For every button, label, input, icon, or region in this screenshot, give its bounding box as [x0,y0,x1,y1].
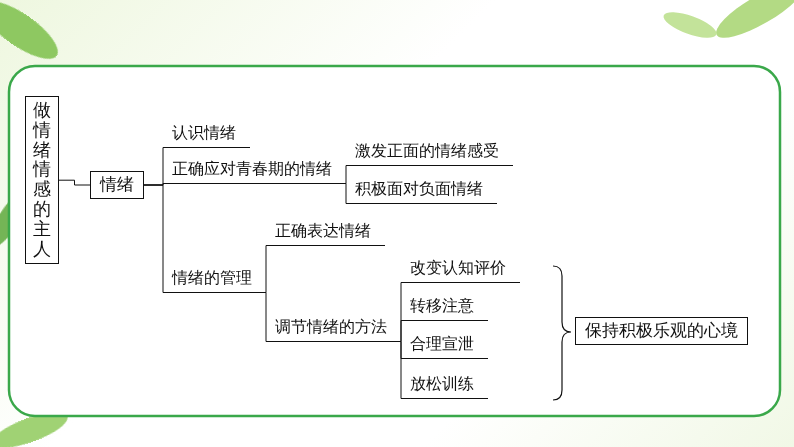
leaf [661,7,720,43]
node-text: 放松训练 [410,375,474,392]
node-text: 正确表达情绪 [275,222,371,239]
tree-connector [144,148,163,186]
node-text: 合理宣泄 [410,335,474,352]
branch-label: 积极面对负面情绪 [346,179,497,204]
branch-label: 认识情绪 [163,123,250,148]
branch-label: 调节情绪的方法 [266,317,401,342]
node-text: 转移注意 [410,297,474,314]
node-text: 正确应对青春期的情绪 [172,160,332,177]
tree-connector [144,185,163,293]
node-text: 情绪的管理 [172,269,252,286]
branch-label: 合理宣泄 [401,334,488,359]
title-box: 做情绪情感的主人 [25,96,59,264]
branch-label: 改变认知评价 [401,258,520,283]
leaf [0,0,66,69]
node-text: 调节情绪的方法 [275,318,387,335]
tree-connector [266,246,267,293]
branch-label: 情绪的管理 [163,268,266,293]
branch-label: 转移注意 [401,296,488,321]
leaf [710,0,794,47]
tree-connector [59,180,90,185]
node-text: 情绪 [100,175,134,194]
branch-label: 正确应对青春期的情绪 [163,159,346,184]
node-text: 改变认知评价 [410,259,506,276]
node-text: 保持积极乐观的心境 [585,321,738,340]
node-text: 做情绪情感的主人 [33,101,51,259]
result-box: 保持积极乐观的心境 [575,317,748,345]
node-text: 积极面对负面情绪 [355,180,483,197]
branch-label: 正确表达情绪 [266,221,385,246]
topic-box: 情绪 [90,171,144,199]
brace [553,266,571,400]
panel-frame [9,66,780,416]
branch-label: 激发正面的情绪感受 [346,141,513,166]
branch-label: 放松训练 [401,374,488,399]
node-text: 激发正面的情绪感受 [355,142,499,159]
node-text: 认识情绪 [172,124,236,141]
